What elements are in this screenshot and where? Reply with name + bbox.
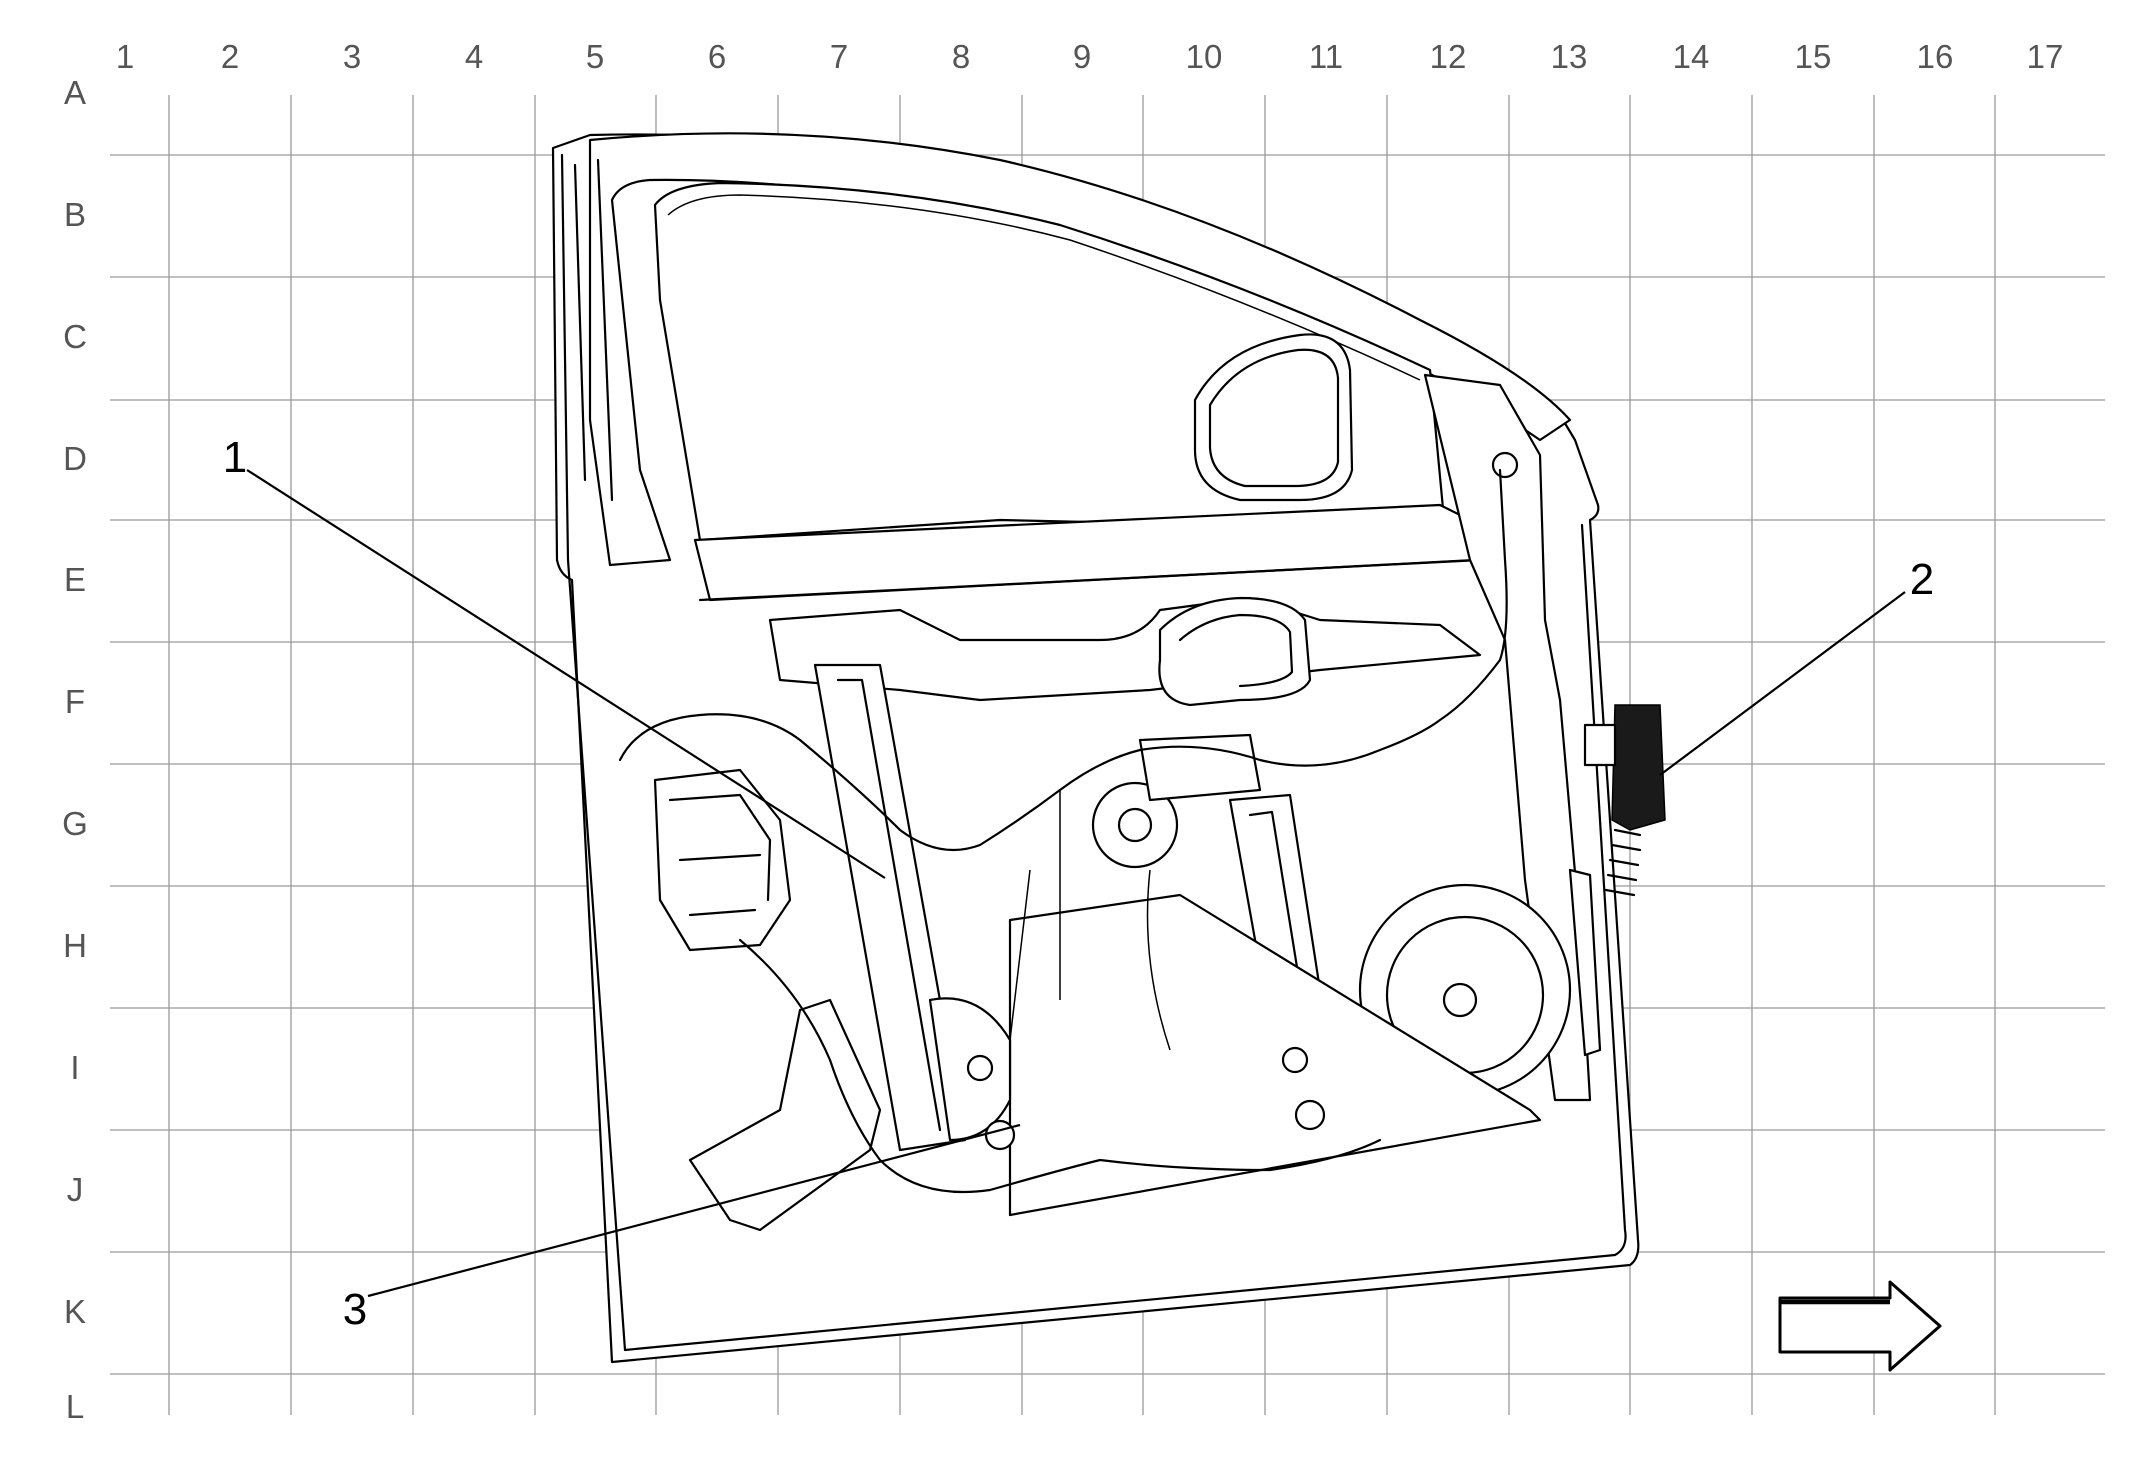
door-lock-actuator (653, 768, 792, 952)
column-label: 3 (343, 38, 361, 75)
column-label: 11 (1309, 38, 1343, 75)
door-inner-edge (560, 153, 1627, 1352)
callout-2-leader (1659, 591, 1906, 776)
side-mirror-glass (1208, 348, 1340, 488)
regulator-rail-front-inner (836, 678, 942, 1132)
row-label: F (65, 683, 85, 720)
column-label: 13 (1551, 38, 1588, 75)
row-label: D (63, 440, 87, 477)
grid-column-labels: 1 2 3 4 5 6 7 8 9 10 11 12 13 14 15 16 1… (116, 38, 2064, 75)
column-label: 5 (586, 38, 604, 75)
lower-trim-plate (1008, 893, 1542, 1217)
column-label: 6 (708, 38, 726, 75)
callouts: 1 2 3 (223, 433, 1934, 1334)
harness-connector-clip (1583, 723, 1617, 767)
column-label: 15 (1795, 38, 1832, 75)
window-motor-hub (1117, 807, 1153, 843)
wiring-harness (618, 468, 1508, 852)
row-label: B (64, 196, 86, 233)
wiring-harness-branch (1009, 790, 1171, 1051)
door-illustration (551, 132, 1666, 1364)
pulley-bolt-lower (984, 1119, 1016, 1151)
column-label: 16 (1917, 38, 1954, 75)
window-motor-housing (1138, 733, 1262, 802)
column-label: 4 (465, 38, 483, 75)
harness-connector-spring (1604, 828, 1642, 897)
rear-pulley-bolt (1281, 1046, 1309, 1074)
column-label: 14 (1673, 38, 1710, 75)
right-arrow-icon (1778, 1280, 1942, 1372)
callout-2-label: 2 (1910, 555, 1934, 604)
column-label: 1 (116, 38, 134, 75)
row-label: J (67, 1171, 84, 1208)
column-label: 12 (1430, 38, 1467, 75)
row-label: A (64, 74, 86, 111)
door-lock-detail (668, 793, 772, 917)
pulley-bolt (966, 1054, 994, 1082)
side-impact-bracket (688, 998, 882, 1232)
grid-row-labels: A B C D E F G H I J K L (62, 74, 88, 1425)
door-front-weatherstrip (573, 158, 614, 502)
row-label: H (63, 927, 87, 964)
interior-handle (1158, 596, 1312, 707)
window-inner-trim (667, 194, 1421, 381)
belt-rail-lower (698, 558, 1482, 602)
door-check-link (1568, 868, 1602, 1057)
row-label: G (62, 805, 88, 842)
row-label: I (70, 1049, 79, 1086)
callout-1-leader (246, 469, 886, 879)
callout-3-leader (367, 1123, 1021, 1298)
door-speaker-dome (1442, 982, 1478, 1018)
column-label: 2 (221, 38, 239, 75)
row-label: E (64, 561, 86, 598)
wiring-harness-lower (738, 938, 1382, 1194)
hinge-bolt (1491, 451, 1519, 479)
row-label: C (63, 318, 87, 355)
row-label: L (66, 1388, 84, 1425)
column-label: 8 (952, 38, 970, 75)
column-label: 17 (2027, 38, 2064, 75)
harness-connector-rear (1611, 704, 1666, 831)
row-label: K (64, 1293, 86, 1330)
rear-pulley-bolt-lower (1294, 1099, 1326, 1131)
callout-3-label: 3 (343, 1285, 367, 1334)
column-label: 10 (1186, 38, 1223, 75)
column-label: 9 (1073, 38, 1091, 75)
column-label: 7 (830, 38, 848, 75)
interior-handle-grip (1178, 613, 1294, 688)
callout-1-label: 1 (223, 433, 247, 482)
